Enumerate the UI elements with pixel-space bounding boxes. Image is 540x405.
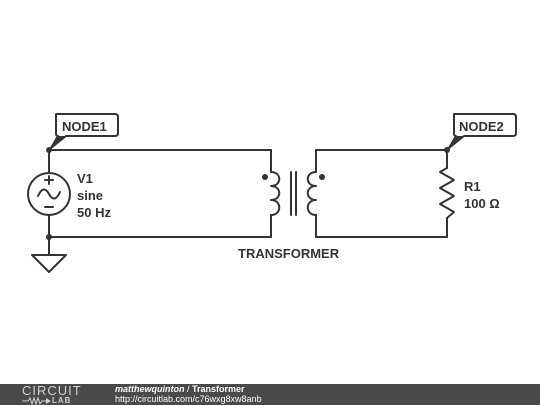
credit-separator: / — [184, 384, 193, 394]
node2-label: NODE2 — [459, 119, 504, 134]
ground-symbol — [31, 254, 67, 273]
voltage-source-symbol — [27, 172, 71, 216]
circuit-title[interactable]: Transformer — [192, 384, 245, 394]
circuitlab-logo: CIRCUIT LAB — [22, 384, 102, 405]
secondary-coil — [306, 171, 317, 216]
primary-polarity-dot — [262, 174, 268, 180]
author-name[interactable]: matthewquinton — [115, 384, 185, 394]
source-type: sine — [77, 188, 103, 203]
source-name: V1 — [77, 171, 93, 186]
logo-resistor-icon — [22, 396, 51, 405]
resistor-value: 100 Ω — [464, 196, 500, 211]
source-frequency: 50 Hz — [77, 205, 111, 220]
circuit-schematic: NODE1 NODE2 V1 sine 50 Hz R1 100 Ω TRANS… — [27, 113, 517, 273]
logo-text-bottom: LAB — [52, 396, 72, 405]
sine-wave-icon — [37, 188, 61, 200]
credit-line: matthewquinton / Transformer — [115, 384, 245, 394]
node1-tag: NODE1 — [50, 113, 119, 149]
primary-coil — [270, 171, 281, 216]
node2-tag: NODE2 — [448, 113, 517, 149]
resistor-name: R1 — [464, 179, 481, 194]
footer-bar: CIRCUIT LAB matthewquinton / Transformer… — [0, 384, 540, 405]
circuit-url-link[interactable]: http://circuitlab.com/c76wxg8xw8anb — [115, 394, 262, 404]
logo-text-top: CIRCUIT — [22, 383, 82, 398]
ground-junction — [46, 234, 52, 240]
secondary-polarity-dot — [319, 174, 325, 180]
resistor-symbol — [439, 167, 455, 219]
transformer-label: TRANSFORMER — [238, 246, 340, 261]
node1-label: NODE1 — [62, 119, 107, 134]
